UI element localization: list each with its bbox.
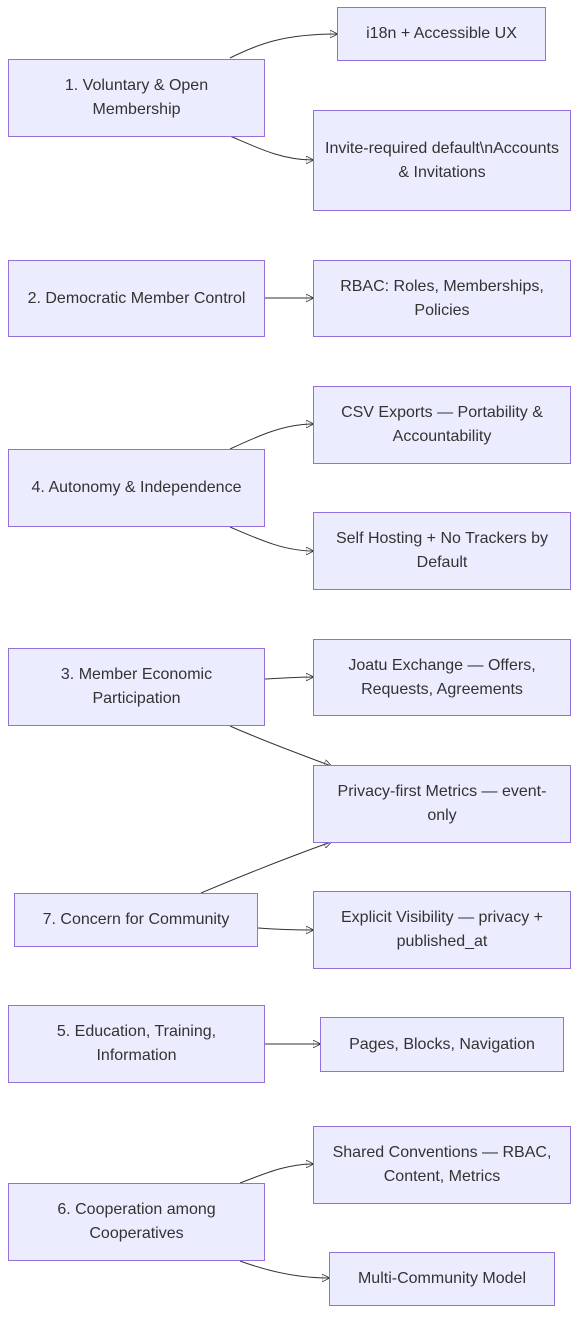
- principle-node-autonomy-independence: 4. Autonomy & Independence: [8, 449, 265, 527]
- node-label: 4. Autonomy & Independence: [31, 479, 242, 496]
- feature-node-invite-required: Invite-required default\nAccounts & Invi…: [313, 110, 571, 211]
- node-label: Invite-required default\nAccounts & Invi…: [325, 139, 559, 181]
- feature-node-self-hosting: Self Hosting + No Trackers by Default: [313, 512, 571, 590]
- edge-p3-joatu: [264, 677, 313, 679]
- edge-p4-csv: [229, 424, 313, 450]
- feature-node-pages-blocks-navigation: Pages, Blocks, Navigation: [320, 1017, 564, 1072]
- feature-node-i18n-accessible-ux: i18n + Accessible UX: [337, 7, 546, 61]
- node-label: 1. Voluntary & Open Membership: [64, 77, 209, 118]
- node-label: CSV Exports — Portability & Accountabili…: [341, 404, 543, 445]
- node-label: 7. Concern for Community: [42, 911, 230, 928]
- principle-node-education-training-information: 5. Education, Training, Information: [8, 1005, 265, 1083]
- principle-node-cooperation-among-cooperatives: 6. Cooperation among Cooperatives: [8, 1183, 265, 1261]
- node-label: Self Hosting + No Trackers by Default: [335, 530, 549, 571]
- principle-node-member-economic-participation: 3. Member Economic Participation: [8, 648, 265, 726]
- feature-node-explicit-visibility: Explicit Visibility — privacy + publishe…: [313, 891, 571, 969]
- node-label: Multi-Community Model: [357, 1270, 527, 1287]
- feature-node-privacy-first-metrics: Privacy-first Metrics — event-only: [313, 765, 571, 843]
- node-label: RBAC: Roles, Memberships, Policies: [340, 277, 544, 319]
- principle-node-voluntary-open-membership: 1. Voluntary & Open Membership: [8, 59, 265, 137]
- feature-node-multi-community-model: Multi-Community Model: [329, 1252, 555, 1306]
- feature-node-shared-conventions: Shared Conventions — RBAC, Content, Metr…: [313, 1126, 571, 1204]
- node-label: Pages, Blocks, Navigation: [349, 1035, 535, 1053]
- edge-p3-metrics: [229, 725, 331, 766]
- edge-p7-metrics: [200, 842, 331, 894]
- edge-p7-visibility: [257, 928, 313, 930]
- feature-node-rbac: RBAC: Roles, Memberships, Policies: [313, 260, 571, 337]
- edge-p1-i18n: [229, 34, 337, 59]
- node-label: Joatu Exchange — Offers, Requests, Agree…: [348, 656, 536, 698]
- feature-node-joatu-exchange: Joatu Exchange — Offers, Requests, Agree…: [313, 639, 571, 716]
- node-label: 6. Cooperation among Cooperatives: [57, 1201, 216, 1242]
- node-label: i18n + Accessible UX: [366, 25, 517, 42]
- node-label: 2. Democratic Member Control: [27, 289, 246, 307]
- node-label: 5. Education, Training, Information: [56, 1023, 217, 1064]
- principle-node-concern-for-community: 7. Concern for Community: [14, 893, 258, 947]
- node-label: 3. Member Economic Participation: [60, 666, 213, 707]
- edge-p4-selfhost: [229, 526, 313, 551]
- node-label: Shared Conventions — RBAC, Content, Metr…: [332, 1144, 552, 1185]
- edge-p6-conventions: [239, 1164, 313, 1184]
- edge-p1-invite: [229, 135, 313, 160]
- node-label: Privacy-first Metrics — event-only: [337, 783, 547, 824]
- feature-node-csv-exports: CSV Exports — Portability & Accountabili…: [313, 386, 571, 464]
- node-label: Explicit Visibility — privacy + publishe…: [341, 909, 543, 950]
- principle-node-democratic-member-control: 2. Democratic Member Control: [8, 260, 265, 337]
- edge-p6-multi: [239, 1260, 329, 1278]
